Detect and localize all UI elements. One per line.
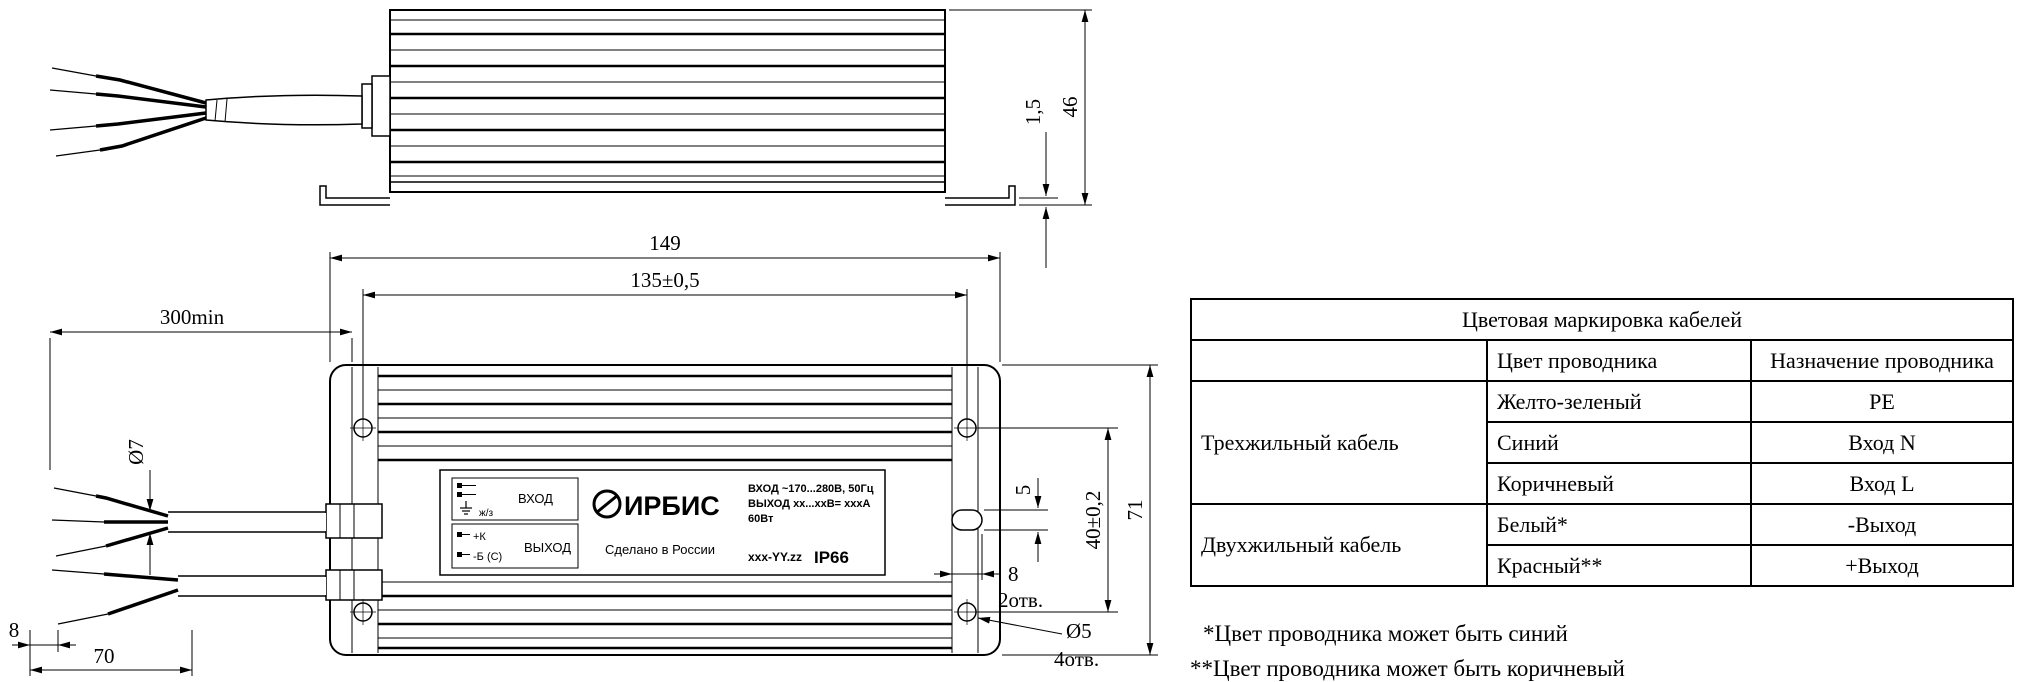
cable-color-table: Цветовая маркировка кабелей Цвет проводн…: [1189, 298, 2015, 587]
dim-1-5-label: 1,5: [1021, 99, 1045, 125]
header-purpose: Назначение проводника: [1749, 339, 2015, 382]
dim-40-label: 40±0,2: [1081, 491, 1105, 550]
label-plus-k: +К: [473, 531, 486, 543]
dim-1-5: 1,5: [1019, 99, 1058, 268]
mounting-slot: [951, 509, 983, 531]
dim-135: 135±0,5: [362, 268, 968, 419]
dim-46-label: 46: [1058, 97, 1082, 118]
mounting-foot-left: [319, 185, 390, 206]
label-minus-b: -Б (С): [473, 551, 502, 563]
dim-2otv-label: 2отв.: [998, 588, 1043, 612]
side-wires: [49, 67, 207, 157]
spec-input: ВХОД ~170...280В, 50Гц: [748, 483, 874, 495]
cell-purpose-input-n: Вход N: [1749, 421, 2015, 464]
dim-300min-label: 300min: [160, 305, 225, 329]
group-three-wire: Трехжильный кабель: [1190, 380, 1488, 505]
ground-symbol-icon: [460, 501, 472, 515]
label-input-box: [451, 477, 579, 521]
dim-8-left: 8: [9, 618, 76, 676]
spec-output: ВЫХОД хх...ххВ= хххА: [748, 498, 870, 510]
cell-purpose-input-l: Вход L: [1749, 462, 2015, 505]
dim-71-label: 71: [1123, 500, 1147, 521]
spec-power: 60Вт: [748, 513, 774, 525]
side-cable-gland: [371, 75, 391, 137]
dim-70: 70: [30, 630, 193, 676]
footnotes: *Цвет проводника может быть синий **Цвет…: [1190, 617, 2012, 682]
cell-color-white: Белый*: [1486, 503, 1752, 546]
device-label: ж/з ВХОД +К -Б (С) ВЫХОД ИРБИС Сделано в…: [439, 469, 886, 576]
table-row: Красный** +Выход: [1191, 544, 2015, 587]
cell-purpose-minus-out: -Выход: [1749, 503, 2015, 546]
ip-rating: IP66: [814, 548, 849, 567]
dim-d5-label: Ø5: [1066, 619, 1092, 643]
spec-model: ххх-YY.zz: [748, 550, 802, 564]
dim-8-right: 8 2отв.: [934, 534, 1043, 612]
cell-purpose-pe: PE: [1749, 380, 2015, 423]
brand-name: ИРБИС: [624, 491, 720, 521]
dim-d7-label: Ø7: [124, 439, 148, 465]
label-vyhod: ВЫХОД: [524, 540, 571, 555]
side-body: [389, 9, 946, 193]
dim-8-left-label: 8: [9, 618, 20, 642]
made-in: Сделано в России: [605, 542, 715, 557]
dim-71: 71: [1002, 364, 1158, 656]
header-empty-cell: [1190, 339, 1488, 382]
cable-color-panel: Цветовая маркировка кабелей Цвет проводн…: [1189, 298, 2015, 682]
cell-color-brown: Коричневый: [1486, 462, 1752, 505]
header-color: Цвет проводника: [1486, 339, 1752, 382]
dim-149: 149: [329, 231, 1001, 362]
cell-purpose-plus-out: +Выход: [1749, 544, 2015, 587]
mounting-foot-right: [945, 185, 1016, 206]
dim-d5-holes: Ø5 4отв.: [977, 616, 1099, 671]
top-wires-upper: [51, 487, 169, 557]
mounting-holes: [350, 415, 980, 625]
cell-color-yellow-green: Желто-зеленый: [1486, 380, 1752, 423]
dim-8-right-label: 8: [1008, 562, 1019, 586]
dim-135-label: 135±0,5: [630, 268, 699, 292]
table-row: Коричневый Вход L: [1191, 462, 2015, 505]
label-gz: ж/з: [479, 508, 493, 519]
brand-logo-icon: [592, 489, 622, 519]
label-vhod: ВХОД: [518, 491, 553, 506]
cell-color-red: Красный**: [1486, 544, 1752, 587]
dim-300min: 300min: [49, 305, 353, 470]
dim-40: 40±0,2: [978, 427, 1118, 613]
footnote-1: *Цвет проводника может быть синий: [1203, 621, 1568, 646]
side-view: [49, 9, 1016, 206]
dim-5: 5: [984, 478, 1048, 562]
top-wires-lower: [51, 569, 179, 625]
drawing-canvas: 46 1,5: [9, 9, 1158, 676]
cell-color-blue: Синий: [1486, 421, 1752, 464]
dim-d7: Ø7: [124, 439, 154, 575]
footnote-2: **Цвет проводника может быть коричневый: [1190, 655, 1625, 681]
dim-5-label: 5: [1011, 485, 1035, 496]
dim-70-label: 70: [94, 644, 115, 668]
label-output-box: [451, 523, 579, 569]
side-cable: [205, 94, 363, 126]
dim-149-label: 149: [649, 231, 681, 255]
dim-4otv-label: 4отв.: [1054, 647, 1099, 671]
table-title-row: Цветовая маркировка кабелей: [1189, 298, 2015, 341]
group-two-wire: Двухжильный кабель: [1190, 503, 1488, 587]
table-header-row: Цвет проводника Назначение проводника: [1190, 339, 2015, 382]
table-row: Синий Вход N: [1191, 421, 2015, 464]
table-row: Трехжильный кабель Желто-зеленый PE: [1190, 380, 2015, 505]
table-row: Двухжильный кабель Белый* -Выход: [1190, 503, 2015, 587]
table-title: Цветовая маркировка кабелей: [1189, 298, 2015, 341]
